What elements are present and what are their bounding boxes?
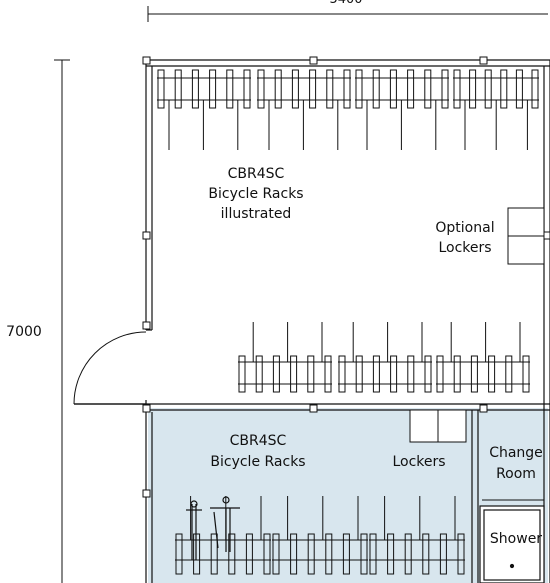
lower-rack-label: CBR4SC Bicycle Racks xyxy=(210,433,305,470)
shower xyxy=(479,499,545,583)
height-dimension xyxy=(54,59,70,583)
optional-lockers-label-line1: Optional xyxy=(435,220,494,236)
height-dimension-label: 7000 xyxy=(6,324,42,340)
rack-group xyxy=(257,69,351,150)
change-room-label-line1: Change xyxy=(489,445,543,461)
lockers xyxy=(409,409,467,443)
lower-rack-label-line1: CBR4SC xyxy=(230,433,287,449)
rack-group xyxy=(238,322,332,393)
rack-group xyxy=(436,322,530,393)
rack-group xyxy=(369,496,465,575)
optional-lockers-label-line2: Lockers xyxy=(438,240,491,256)
upper-rack-label-line2: Bicycle Racks xyxy=(208,186,303,202)
optional-lockers xyxy=(507,207,545,265)
upper-rack-label-line1: CBR4SC xyxy=(228,166,285,182)
rack-group xyxy=(338,322,432,393)
upper-rack-label: CBR4SC Bicycle Racks illustrated xyxy=(208,166,303,222)
rack-group xyxy=(453,69,539,150)
width-dimension xyxy=(147,6,548,22)
rack-group xyxy=(157,69,251,150)
building-walls xyxy=(73,59,550,583)
rack-group xyxy=(175,496,271,575)
change-room-label-line2: Room xyxy=(496,466,536,482)
shower-label: Shower xyxy=(490,531,542,547)
bicycle-racks xyxy=(157,69,539,575)
lower-rack-label-line2: Bicycle Racks xyxy=(210,454,305,470)
width-dimension-label: 5400 xyxy=(329,0,362,7)
wall-markers xyxy=(142,56,550,498)
rack-group xyxy=(355,69,449,150)
upper-rack-label-line3: illustrated xyxy=(221,206,292,222)
bicycle-icon xyxy=(186,496,240,560)
optional-lockers-label: Optional Lockers xyxy=(435,220,494,256)
change-room-label: Change Room xyxy=(489,445,543,482)
rack-group xyxy=(272,496,368,575)
lockers-label: Lockers xyxy=(392,454,445,470)
